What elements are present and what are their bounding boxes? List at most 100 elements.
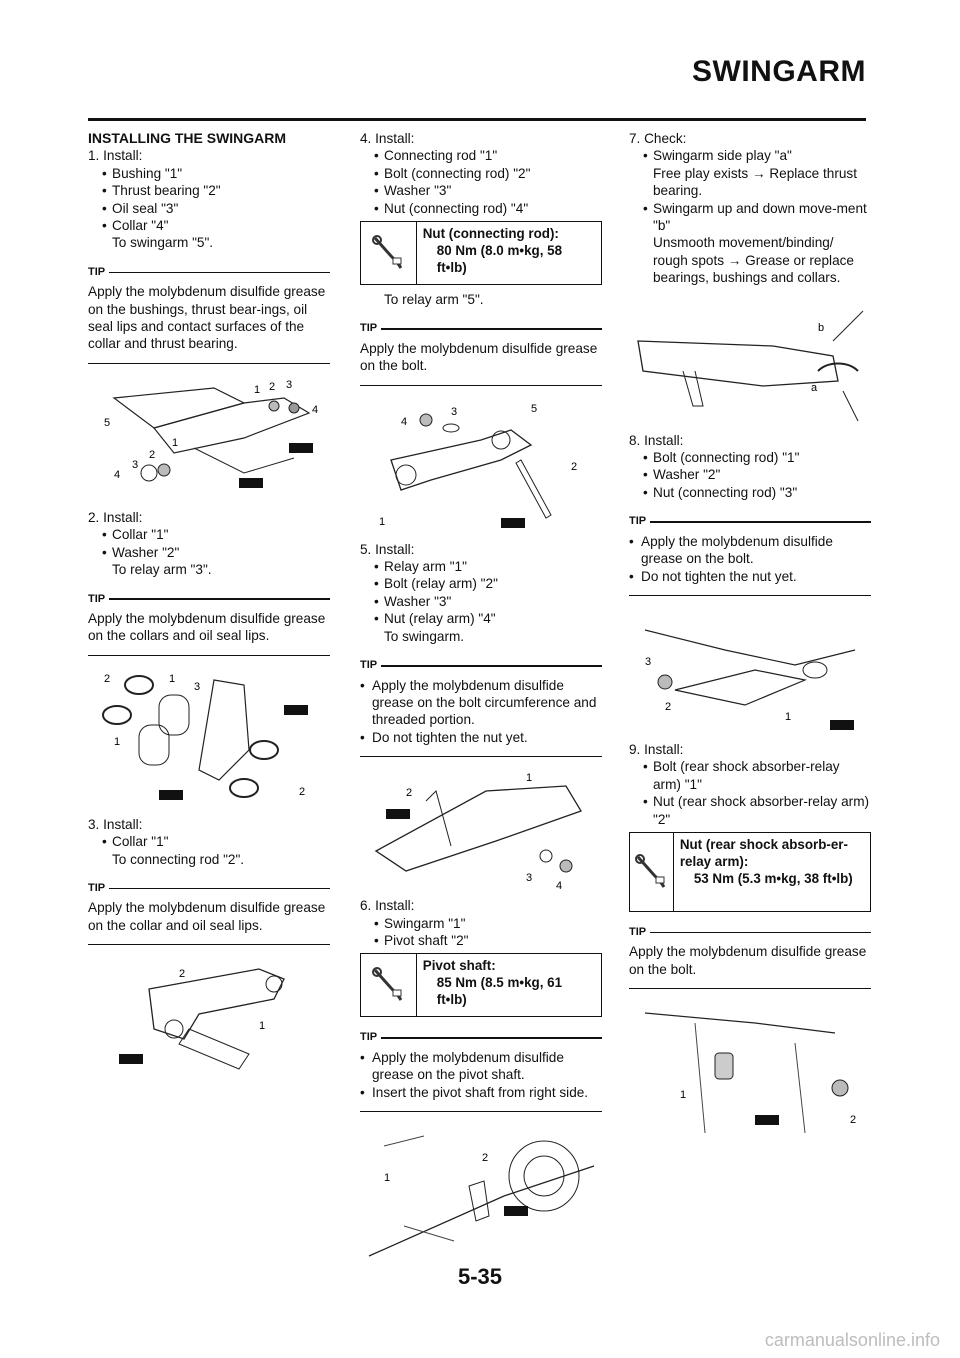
- check-item-title: Swingarm up and down move-ment "b": [653, 200, 867, 234]
- step-3-list: Collar "1": [88, 833, 330, 851]
- torque-spec-box: Nut (rear shock absorb-er-relay arm): 53…: [629, 831, 871, 912]
- torque-value: 80 Nm (8.0 m•kg, 58 ft•lb): [436, 243, 563, 276]
- svg-text:2: 2: [850, 1114, 856, 1126]
- check-item-title: Swingarm side play "a": [653, 148, 792, 164]
- list-item: Bolt (connecting rod) "1": [643, 449, 871, 467]
- list-item: Nut (relay arm) "4": [374, 610, 602, 628]
- torque-name: Nut (rear shock absorb-er-relay arm):: [679, 836, 848, 869]
- relay-arm-figure: 2 1 3 4: [374, 772, 582, 891]
- svg-text:2: 2: [149, 449, 155, 461]
- svg-text:4: 4: [312, 404, 318, 416]
- step-5-note: To swingarm.: [384, 628, 465, 644]
- svg-text:2: 2: [179, 968, 185, 980]
- svg-text:1: 1: [526, 772, 532, 784]
- tip-box: TIP Apply the molybdenum disulfide greas…: [88, 264, 330, 364]
- torque-spec-box: Nut (connecting rod): 80 Nm (8.0 m•kg, 5…: [360, 221, 602, 286]
- svg-text:1: 1: [259, 1020, 265, 1032]
- page-number: 5-35: [457, 1264, 503, 1289]
- svg-text:1: 1: [114, 736, 120, 748]
- step-3-note: To connecting rod "2".: [112, 851, 245, 867]
- step-9-label: 9. Install:: [629, 741, 684, 757]
- list-item: Oil seal "3": [102, 200, 330, 218]
- svg-text:3: 3: [526, 872, 532, 884]
- step-5-list: Relay arm "1" Bolt (relay arm) "2" Washe…: [360, 558, 602, 628]
- svg-text:5: 5: [104, 417, 110, 429]
- list-item: Nut (connecting rod) "4": [374, 200, 602, 218]
- svg-text:1: 1: [785, 711, 791, 723]
- list-item: Bushing "1": [102, 165, 330, 183]
- list-item: Washer "3": [374, 593, 602, 611]
- tip-box: TIP Apply the molybdenum disulfide greas…: [88, 591, 330, 656]
- svg-text:4: 4: [556, 880, 562, 891]
- tip-item: Do not tighten the nut yet.: [629, 568, 871, 586]
- list-item: Collar "1": [102, 833, 330, 851]
- step-4-list: Connecting rod "1" Bolt (connecting rod)…: [360, 147, 602, 217]
- svg-text:2: 2: [406, 787, 412, 799]
- torque-value: 53 Nm (5.3 m•kg, 38 ft•lb): [693, 870, 853, 886]
- torque-wrench-icon: [361, 954, 417, 1017]
- tip-item: Apply the molybdenum disulfide grease on…: [629, 533, 871, 568]
- step-4-label: 4. Install:: [360, 131, 415, 146]
- tip-label: TIP: [88, 881, 106, 894]
- column-1: INSTALLING THE SWINGARM 1. Install: Bush…: [88, 130, 330, 1079]
- list-item: Bolt (connecting rod) "2": [374, 165, 602, 183]
- column-2: 4. Install: Connecting rod "1" Bolt (con…: [360, 130, 602, 1266]
- tip-text: Apply the molybdenum disulfide grease on…: [88, 900, 326, 933]
- check-item-detail: Free play exists → Replace thrust bearin…: [653, 165, 857, 199]
- tip-text: Apply the molybdenum disulfide grease on…: [88, 610, 326, 644]
- tip-label: TIP: [629, 515, 647, 528]
- column-3: 7. Check: Swingarm side play "a" Free pl…: [629, 130, 871, 1138]
- torque-wrench-icon: [361, 222, 417, 285]
- torque-spec-box: Pivot shaft: 85 Nm (8.5 m•kg, 61 ft•lb): [360, 953, 602, 1018]
- tip-label: TIP: [360, 322, 378, 335]
- svg-text:3: 3: [132, 459, 138, 471]
- list-item: Washer "2": [643, 466, 871, 484]
- svg-text:a: a: [811, 382, 818, 394]
- step-6-label: 6. Install:: [360, 898, 415, 914]
- svg-text:2: 2: [299, 786, 305, 798]
- list-item: Swingarm up and down move-ment "b" Unsmo…: [643, 200, 871, 287]
- step-1-label: 1. Install:: [88, 148, 143, 164]
- svg-text:1: 1: [172, 437, 178, 449]
- svg-text:1: 1: [384, 1172, 390, 1184]
- svg-text:2: 2: [571, 461, 577, 473]
- check-item-detail: Unsmooth movement/binding/ rough spots →…: [653, 235, 854, 286]
- torque-name: Pivot shaft:: [422, 958, 496, 974]
- list-item: Collar "4": [102, 217, 330, 235]
- svg-text:3: 3: [286, 379, 292, 391]
- svg-text:4: 4: [401, 416, 407, 428]
- tip-box: TIP Apply the molybdenum disulfide greas…: [629, 513, 871, 596]
- list-item: Collar "1": [102, 526, 330, 544]
- swingarm-play-figure: ba: [636, 310, 863, 421]
- list-item: Pivot shaft "2": [374, 932, 602, 950]
- step-8-label: 8. Install:: [629, 432, 684, 448]
- step-4-note: To relay arm "5".: [384, 292, 484, 308]
- tip-item: Apply the molybdenum disulfide grease on…: [360, 677, 602, 729]
- tip-text: Apply the molybdenum disulfide grease on…: [88, 284, 326, 352]
- tip-label: TIP: [360, 1031, 378, 1044]
- list-item: Nut (rear shock absorber-relay arm) "2": [643, 793, 871, 828]
- connecting-rod-collar-figure: 21: [119, 968, 285, 1070]
- svg-text:4: 4: [114, 469, 120, 481]
- svg-text:1: 1: [379, 516, 385, 528]
- list-item: Washer "3": [374, 182, 602, 200]
- svg-text:1: 1: [169, 673, 175, 685]
- svg-text:b: b: [818, 322, 824, 334]
- tip-item: Insert the pivot shaft from right side.: [360, 1084, 602, 1102]
- torque-value: 85 Nm (8.5 m•kg, 61 ft•lb): [436, 975, 563, 1008]
- step-1-note: To swingarm "5".: [112, 235, 214, 251]
- tip-box: TIP Apply the molybdenum disulfide greas…: [360, 1029, 602, 1112]
- svg-text:2: 2: [665, 701, 671, 713]
- svg-text:2: 2: [104, 673, 110, 685]
- svg-text:2: 2: [482, 1152, 488, 1164]
- list-item: Swingarm "1": [374, 915, 602, 933]
- tip-box: TIP Apply the molybdenum disulfide greas…: [629, 924, 871, 990]
- header-rule: [88, 118, 866, 121]
- step-9-list: Bolt (rear shock absorber-relay arm) "1"…: [629, 758, 871, 828]
- page-title: SWINGARM: [692, 55, 866, 88]
- section-heading: INSTALLING THE SWINGARM: [88, 130, 287, 146]
- step-2-label: 2. Install:: [88, 509, 143, 525]
